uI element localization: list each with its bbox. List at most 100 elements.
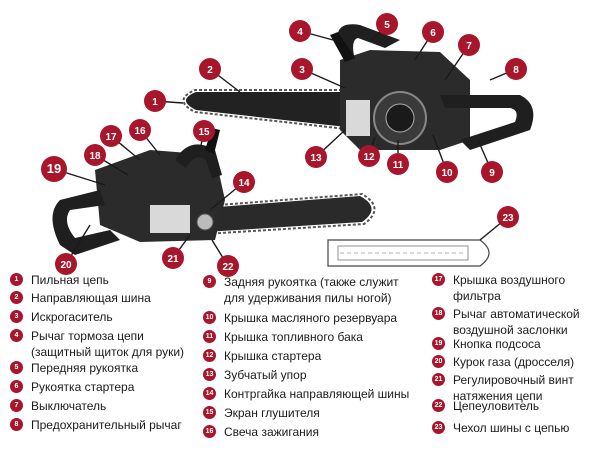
callout-number-12: 12 [363, 152, 375, 163]
callout-circle-14 [233, 171, 255, 193]
upper-chain-brake [330, 32, 355, 62]
callout-circle-19 [41, 156, 67, 182]
legend-label: Свеча зажигания [224, 425, 319, 439]
legend-item-7: 7 Выключатель [10, 398, 106, 414]
callout-circle-12 [358, 145, 380, 167]
legend-label: Крышка стартера [224, 349, 322, 363]
legend-label: Задняя рукоятка (также служит для удержи… [224, 275, 399, 305]
legend-item-19: 19 Кнопка подсоса [432, 336, 541, 352]
legend-number: 8 [10, 418, 23, 431]
callout-number-6: 6 [430, 28, 436, 39]
legend-label: Курок газа (дросселя) [453, 355, 575, 369]
callout-circle-18 [84, 144, 106, 166]
callout-badge-9: 9 [481, 161, 503, 183]
lower-chainsaw [52, 128, 376, 255]
legend-number: 19 [432, 337, 445, 350]
callout-badge-6: 6 [422, 21, 444, 43]
legend-number: 6 [10, 380, 23, 393]
callout-badge-1: 1 [144, 90, 166, 112]
legend-label: Рычаг тормоза цепи (защитный щиток для р… [31, 329, 185, 359]
callout-number-9: 9 [489, 168, 495, 179]
callout-circle-8 [505, 58, 527, 80]
callout-number-17: 17 [105, 132, 117, 143]
callout-circle-17 [100, 125, 122, 147]
legend-number: 15 [203, 406, 216, 419]
legend-number: 20 [432, 355, 445, 368]
callout-number-7: 7 [466, 41, 472, 52]
legend-item-20: 20 Курок газа (дросселя) [432, 354, 574, 370]
legend-number: 14 [203, 387, 216, 400]
callout-number-21: 21 [167, 254, 179, 265]
callout-circle-21 [162, 247, 184, 269]
callout-number-4: 4 [297, 27, 303, 38]
callout-number-14: 14 [238, 178, 250, 189]
callout-badge-4: 4 [289, 20, 311, 42]
legend-number: 7 [10, 399, 23, 412]
legend-label: Выключатель [31, 399, 107, 413]
legend-label: Регулировочный винт натяжения цепи [453, 373, 574, 403]
callout-badge-18: 18 [84, 144, 106, 166]
lower-front-handle [175, 144, 222, 178]
legend-label: Рычаг автоматической воздушной заслонки [453, 307, 580, 337]
legend-label: Экран глушителя [224, 406, 320, 420]
callout-badge-22: 22 [217, 255, 239, 277]
legend-number: 4 [10, 329, 23, 342]
callout-number-8: 8 [513, 65, 519, 76]
callout-circle-2 [199, 58, 221, 80]
callout-circle-15 [193, 120, 215, 142]
callout-number-13: 13 [310, 153, 322, 164]
upper-front-handle [337, 24, 400, 60]
upper-guide-bar [186, 92, 355, 128]
callout-number-18: 18 [89, 151, 101, 162]
callout-badge-17: 17 [100, 125, 122, 147]
legend-item-16: 16 Свеча зажигания [203, 424, 319, 440]
legend-label: Кнопка подсоса [453, 337, 541, 351]
callout-badge-7: 7 [458, 34, 480, 56]
legend-number: 2 [10, 291, 23, 304]
legend-number: 22 [432, 399, 445, 412]
legend-number: 5 [10, 361, 23, 374]
lower-rear-handle [52, 190, 120, 255]
lower-engine-body [95, 150, 225, 242]
legend-label: Зубчатый упор [224, 368, 307, 382]
callout-circle-16 [129, 119, 151, 141]
callout-number-2: 2 [207, 65, 213, 76]
callout-circle-22 [217, 255, 239, 277]
callout-circle-3 [291, 58, 313, 80]
callout-badge-20: 20 [55, 253, 77, 275]
callout-number-22: 22 [222, 262, 234, 273]
legend-label: Рукоятка стартера [31, 380, 135, 394]
legend-number: 11 [203, 330, 216, 343]
callout-circle-4 [289, 20, 311, 42]
callout-number-5: 5 [384, 20, 390, 31]
callout-circle-23 [497, 206, 519, 228]
lower-side-cover [150, 205, 190, 233]
callout-number-10: 10 [441, 168, 453, 179]
callout-badge-13: 13 [305, 146, 327, 168]
callout-circle-7 [458, 34, 480, 56]
lower-bar-nut [196, 213, 214, 231]
legend-label: Чехол шины с цепью [453, 421, 570, 435]
legend-label: Пильная цепь [31, 273, 109, 287]
legend-item-6: 6 Рукоятка стартера [10, 379, 134, 395]
legend-label: Крышка воздушного фильтра [453, 273, 566, 303]
upper-saw-chain [182, 89, 356, 131]
legend-number: 17 [432, 273, 445, 286]
callout-badge-19: 19 [41, 156, 67, 182]
lower-guide-bar [205, 196, 372, 232]
lower-saw-chain [204, 192, 376, 235]
callout-circle-10 [436, 161, 458, 183]
legend-number: 16 [203, 425, 216, 438]
